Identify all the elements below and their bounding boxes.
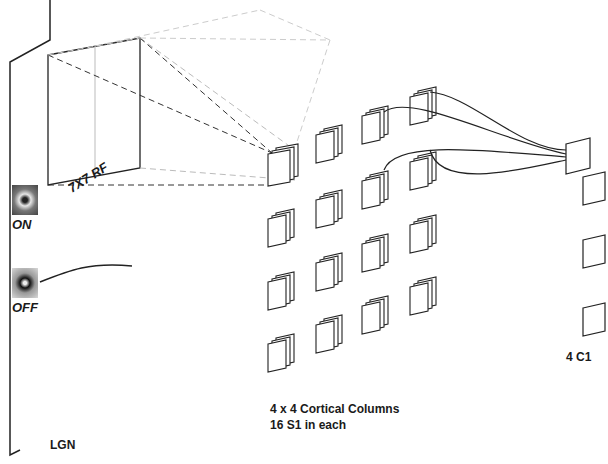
cell-label: ON <box>12 217 38 232</box>
c1-label: 4 C1 <box>566 350 591 364</box>
wave-line <box>40 265 132 282</box>
s1-unit <box>316 131 334 163</box>
s1-unit <box>316 321 334 353</box>
s1-unit <box>362 302 380 334</box>
s1-unit <box>268 215 286 247</box>
s1-unit <box>316 259 334 291</box>
layer-label: LGN <box>50 438 75 452</box>
s1-unit <box>362 240 380 272</box>
rf-label: 7X7 RF <box>65 159 110 195</box>
columns-label: 4 x 4 Cortical Columns <box>270 402 399 416</box>
on-cell: ON <box>12 185 38 232</box>
rf-gridline <box>95 46 96 177</box>
lgn-layer: LGN ON OFF 7X7 RF <box>8 60 148 455</box>
s1-unit <box>362 177 380 209</box>
cell-label: OFF <box>12 300 38 315</box>
on-center-image <box>12 185 38 215</box>
rf-square <box>48 38 140 185</box>
cortical-columns <box>268 87 436 372</box>
s1-unit <box>268 278 286 310</box>
columns-label: 16 S1 in each <box>270 418 346 432</box>
s1-unit <box>268 340 286 372</box>
receptive-field: 7X7 RF <box>60 112 110 185</box>
c1-units <box>566 138 605 336</box>
s1-unit <box>410 283 428 315</box>
projection-lines <box>48 10 330 185</box>
s1-unit <box>268 150 290 186</box>
s1-unit <box>362 112 380 144</box>
s1-unit <box>410 158 428 190</box>
pooling-lines <box>384 92 566 174</box>
off-center-image <box>12 268 38 298</box>
off-cell: OFF <box>12 268 38 315</box>
s1-unit <box>316 196 334 228</box>
lgn-panel <box>10 0 50 455</box>
s1-unit <box>410 221 428 253</box>
